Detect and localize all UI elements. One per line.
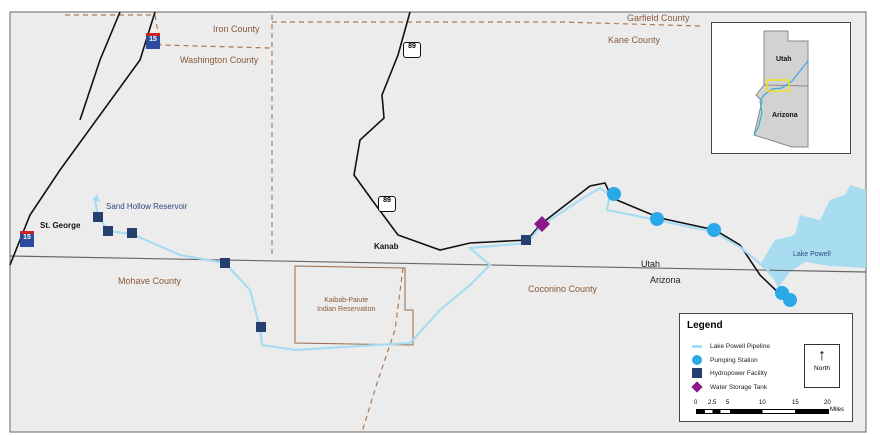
water-storage-tank <box>534 216 550 232</box>
kaibab-line1: Kaibab-Paiute <box>324 297 369 304</box>
label-kane-county: Kane County <box>608 35 661 45</box>
lake-powell <box>760 185 866 285</box>
us89-shield-north: 89 <box>403 42 421 58</box>
i15-shield-north: 15 <box>146 33 160 49</box>
inset-label-arizona: Arizona <box>772 112 798 119</box>
label-sand-hollow: Sand Hollow Reservoir <box>106 202 188 211</box>
scale-tick: 20 <box>824 400 831 406</box>
label-st-george: St. George <box>40 221 81 230</box>
label-arizona: Arizona <box>650 275 681 285</box>
hydropower-facilities <box>93 212 531 332</box>
reservation-boundary <box>294 265 414 346</box>
legend-title: Legend <box>687 320 723 331</box>
label-washington-county: Washington County <box>180 55 259 65</box>
pumping-stations <box>607 187 797 307</box>
legend-label: Hydropower Facility <box>710 369 768 377</box>
label-garfield-county: Garfield County <box>627 13 690 23</box>
circle-icon <box>692 355 702 365</box>
square-icon <box>692 368 702 378</box>
label-iron-county: Iron County <box>213 24 260 34</box>
legend-item-pipeline: Lake Powell Pipeline <box>692 343 770 350</box>
legend-item-pumping: Pumping Station <box>692 355 758 365</box>
sand-hollow-reservoir <box>92 194 100 202</box>
pipeline <box>93 186 791 352</box>
label-utah: Utah <box>641 259 661 269</box>
scale-tick: 10 <box>759 400 766 406</box>
kaibab-line2: Indian Reservation <box>317 306 376 313</box>
diamond-icon <box>691 381 703 393</box>
pipeline-swatch-icon <box>692 345 702 348</box>
scale-bar: 0 2.5 5 10 15 20 Miles <box>694 400 844 414</box>
locator-inset: Utah Arizona <box>711 22 851 154</box>
legend-label: Lake Powell Pipeline <box>710 343 770 350</box>
label-lake-powell: Lake Powell <box>793 251 831 258</box>
north-label: North <box>814 365 830 372</box>
us89-shield-south: 89 <box>378 196 396 212</box>
arrow-up-icon: ↑ <box>818 347 826 364</box>
label-kanab: Kanab <box>374 242 399 251</box>
label-mohave-county: Mohave County <box>118 276 182 286</box>
scale-tick: 5 <box>726 400 730 406</box>
state-line <box>9 255 867 273</box>
legend-item-tank: Water Storage Tank <box>691 381 768 393</box>
scale-tick: 0 <box>694 400 698 406</box>
scale-unit: Miles <box>830 407 845 413</box>
inset-map <box>753 30 809 148</box>
label-coconino-county: Coconino County <box>528 284 598 294</box>
legend-label: Pumping Station <box>710 356 758 364</box>
north-arrow: ↑North <box>804 344 840 388</box>
county-lines <box>65 14 701 433</box>
legend: Legend Lake Powell Pipeline Pumping Stat… <box>679 313 853 422</box>
legend-label: Water Storage Tank <box>710 383 768 391</box>
inset-label-utah: Utah <box>776 56 792 63</box>
legend-item-hydropower: Hydropower Facility <box>692 368 767 378</box>
scale-tick: 2.5 <box>708 400 717 406</box>
scale-tick: 15 <box>792 400 799 406</box>
i15-shield-south: 15 <box>20 231 34 247</box>
